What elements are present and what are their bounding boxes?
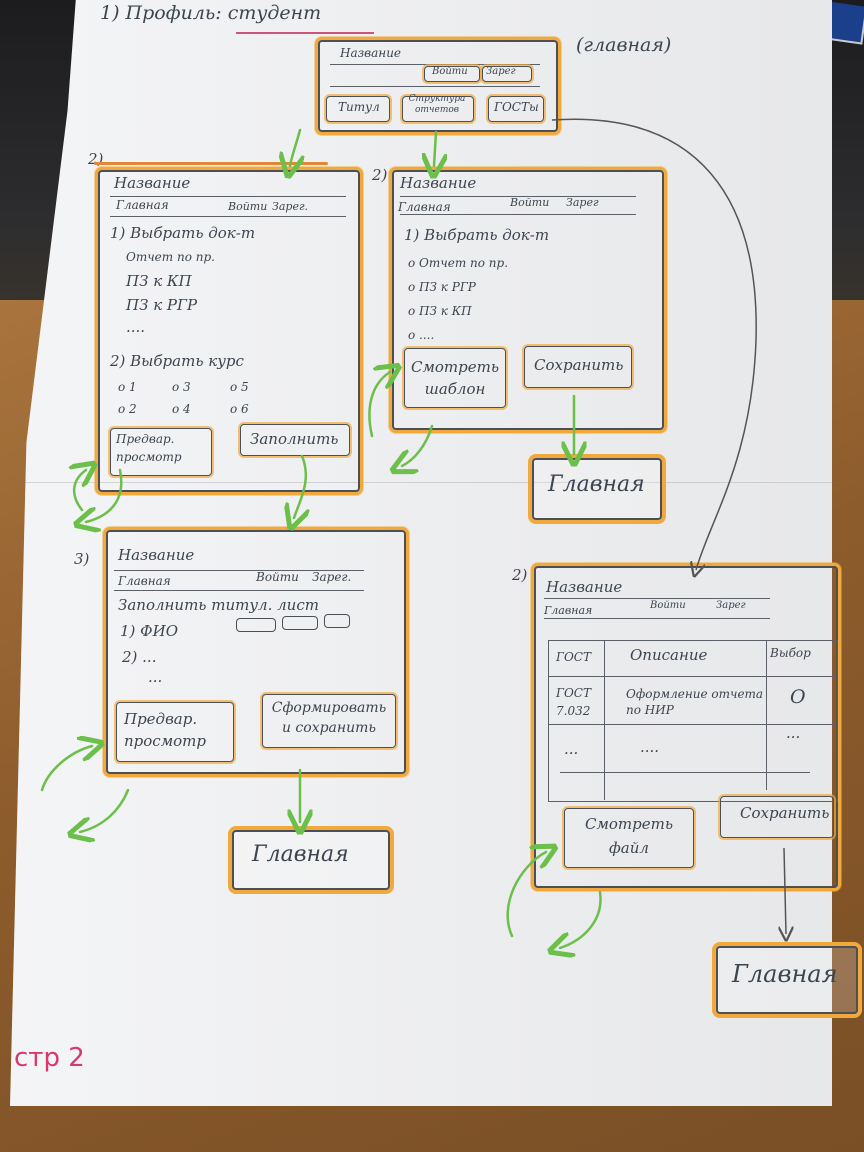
screen-main-title: Название <box>340 46 402 60</box>
screen-main-structure-button[interactable] <box>402 96 474 122</box>
screen-3-field-label: 1) ФИО <box>120 622 178 640</box>
main-page-box[interactable] <box>532 458 662 520</box>
screen-2a-register-link[interactable]: Зарег. <box>272 200 309 213</box>
arrow-2c-back <box>560 890 602 948</box>
screen-2c-view-file-button[interactable] <box>564 808 694 868</box>
screen-3-nav-main[interactable]: Главная <box>118 574 171 588</box>
screen-3-fio-input[interactable] <box>236 618 276 632</box>
screen-2c-login-link[interactable]: Войти <box>650 600 686 611</box>
arrow-2a-back <box>86 468 123 522</box>
screen-2b-register-link[interactable]: Зарег <box>566 196 599 209</box>
screen-main-gost-button[interactable] <box>488 96 544 122</box>
arrow-2a-in <box>74 470 86 512</box>
screen-2b-login-link[interactable]: Войти <box>510 196 550 209</box>
table-cell: ... <box>564 740 579 758</box>
arrow-main-to-2b <box>434 130 436 166</box>
screen-main <box>318 40 558 132</box>
screen-3-field-label: 2) ... <box>122 648 157 666</box>
table-cell: Оформление отчета по НИР <box>626 687 764 717</box>
arrow-main-to-2a <box>290 128 300 166</box>
screen-2b-nav-main[interactable]: Главная <box>398 200 451 214</box>
screen-2c-nav-main[interactable]: Главная <box>544 604 593 617</box>
screen-2a-course[interactable]: o 2 <box>118 402 137 416</box>
screen-2c-title: Название <box>546 578 623 596</box>
screen-2b <box>392 170 664 430</box>
screen-2a-doc-option[interactable]: Отчет по пр. <box>126 250 215 264</box>
arrow-2a-to-3 <box>294 454 306 518</box>
screen-3-generate-save-button[interactable] <box>262 694 396 748</box>
paper-sheet <box>10 0 832 1106</box>
screen-2a-step2: 2) Выбрать курс <box>110 352 244 370</box>
screen-2a-title: Название <box>114 174 191 192</box>
screen-2a-nav-main[interactable]: Главная <box>116 198 169 212</box>
main-page-box[interactable] <box>716 946 858 1014</box>
screen-3-field-label: ... <box>148 668 163 686</box>
screen-2a-course[interactable]: o 4 <box>172 402 191 416</box>
main-note: (главная) <box>576 34 672 56</box>
screen-2b-doc-option[interactable]: o Отчет по пр. <box>408 256 509 270</box>
page-heading: 1) Профиль: студент <box>100 2 322 24</box>
table-cell: ГОСТ 7.032 <box>556 686 591 718</box>
screen-2c-number: 2) <box>512 566 528 584</box>
screen-2a <box>98 170 360 492</box>
heading-underline <box>236 32 374 34</box>
screen-2a-course[interactable]: o 5 <box>230 380 249 394</box>
screen-2a-doc-option[interactable]: ПЗ к РГР <box>126 296 198 314</box>
screen-3-number: 3) <box>74 550 90 568</box>
screen-3 <box>106 530 406 774</box>
arrow-3-in <box>40 746 92 792</box>
screen-2b-doc-option[interactable]: o ПЗ к РГР <box>408 280 476 294</box>
screen-2a-fill-button[interactable] <box>240 424 350 456</box>
screen-2a-course[interactable]: o 1 <box>118 380 137 394</box>
screen-main-login-button[interactable] <box>424 66 480 82</box>
table-cell: .... <box>640 738 660 756</box>
arrow-2c-in <box>506 852 546 938</box>
screen-2a-course[interactable]: o 3 <box>172 380 191 394</box>
screen-2a-course[interactable]: o 6 <box>230 402 249 416</box>
arrow-3-back <box>80 788 130 832</box>
screen-main-title-page-button[interactable] <box>326 96 390 122</box>
gost-select-radio[interactable]: O <box>790 686 806 708</box>
screen-2b-title: Название <box>400 174 477 192</box>
gost-table <box>548 640 838 802</box>
screen-3-instruction: Заполнить титул. лист <box>118 596 319 614</box>
screen-2a-login-link[interactable]: Войти <box>228 200 268 213</box>
page-number: стр 2 <box>14 1043 85 1073</box>
screen-2a-doc-option[interactable]: ПЗ к КП <box>126 272 192 290</box>
arrow-2c-to-main <box>784 847 786 934</box>
screen-3-fio-input[interactable] <box>282 616 318 630</box>
arrow-main-to-2c <box>551 118 757 570</box>
screen-2b-number: 2) <box>372 166 388 184</box>
screen-2b-doc-option[interactable]: o ПЗ к КП <box>408 304 472 318</box>
table-header: Выбор <box>770 646 811 660</box>
screen-2c-save-button[interactable] <box>720 796 834 838</box>
screen-2a-step1: 1) Выбрать док-т <box>110 224 256 242</box>
screen-3-title: Название <box>118 546 195 564</box>
screen-2b-doc-option[interactable]: o .... <box>408 328 435 342</box>
screen-3-login-link[interactable]: Войти <box>256 570 299 584</box>
screen-2a-doc-option[interactable]: .... <box>126 318 146 336</box>
arrow-2b-in <box>368 372 390 438</box>
screen-3-preview-button[interactable] <box>116 702 234 762</box>
arrow-2b-back <box>402 424 434 466</box>
table-header: Описание <box>630 646 708 664</box>
screen-2c-register-link[interactable]: Зарег <box>716 600 746 611</box>
screen-2b-save-button[interactable] <box>524 346 632 388</box>
screen-2a-preview-button[interactable] <box>110 428 212 476</box>
paper-fold <box>20 482 838 483</box>
screen-3-fio-input[interactable] <box>324 614 350 628</box>
screen-main-register-button[interactable] <box>482 66 532 82</box>
table-header: ГОСТ <box>556 650 591 664</box>
screen-2b-step1: 1) Выбрать док-т <box>404 226 550 244</box>
table-cell: ... <box>786 724 801 742</box>
screen-3-register-link[interactable]: Зарег. <box>312 570 352 584</box>
